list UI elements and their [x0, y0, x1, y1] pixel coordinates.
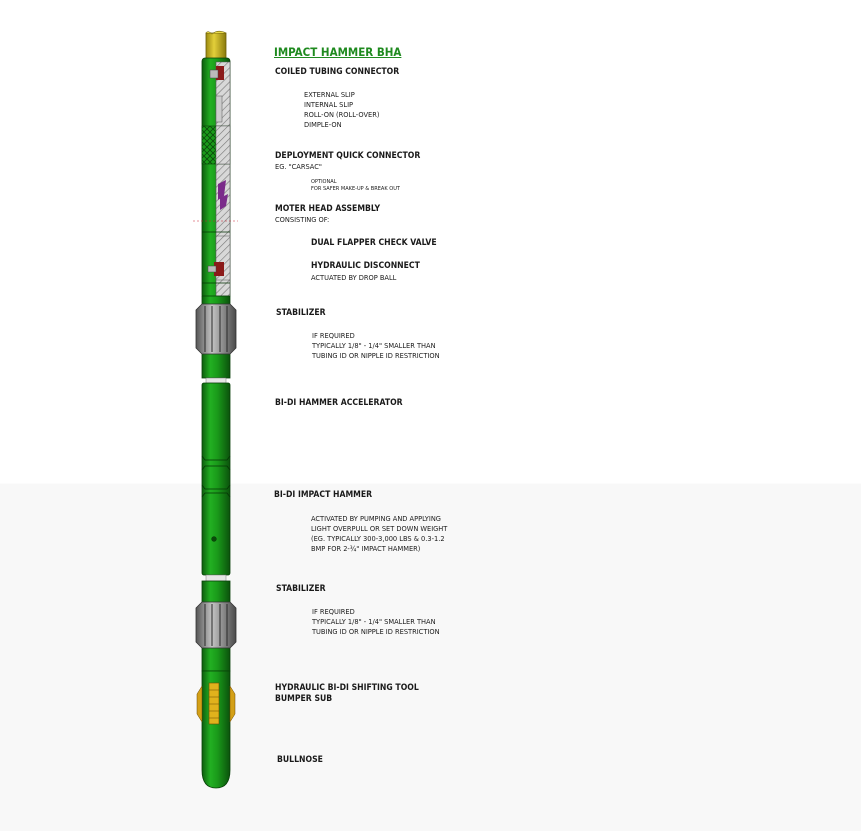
impact-hammer-line: LIGHT OVERPULL OR SET DOWN WEIGHT: [311, 524, 448, 533]
dqc-note: FOR SAFER MAKE-UP & BREAK OUT: [311, 186, 400, 192]
shifting-tool-body: [196, 670, 236, 789]
stabilizer-2-line: TUBING ID OR NIPPLE ID RESTRICTION: [312, 627, 440, 636]
stabilizer-1-line: IF REQUIRED: [312, 331, 355, 340]
ctc-item: DIMPLE-ON: [304, 120, 342, 129]
stabilizer-1-line: TUBING ID OR NIPPLE ID RESTRICTION: [312, 351, 440, 360]
impact-hammer-line: ACTIVATED BY PUMPING AND APPLYING: [311, 514, 441, 523]
bullnose-heading: BULLNOSE: [277, 755, 323, 765]
coiled-tubing-connector-body: [193, 57, 238, 299]
stabilizer-2-heading: STABILIZER: [276, 584, 326, 594]
stabilizer-2-line: IF REQUIRED: [312, 607, 355, 616]
impact-hammer-line: BMP FOR 2-¾" IMPACT HAMMER): [311, 544, 421, 553]
stabilizer-1-line: TYPICALLY 1/8" - 1/4" SMALLER THAN: [312, 341, 436, 350]
coiled-tubing-connector-heading: COILED TUBING CONNECTOR: [275, 67, 400, 77]
disconnect-note: ACTUATED BY DROP BALL: [311, 273, 397, 282]
dqc-note: OPTIONAL: [311, 179, 337, 185]
impact-hammer-line: (EG. TYPICALLY 300-3,000 LBS & 0.3-1.2: [311, 534, 445, 543]
ctc-item: EXTERNAL SLIP: [304, 90, 355, 99]
stabilizer-2-body: [195, 580, 237, 672]
motor-head-assembly-heading: MOTER HEAD ASSEMBLY: [275, 204, 381, 214]
impact-hammer-heading: BI-DI IMPACT HAMMER: [274, 490, 373, 500]
ctc-item: INTERNAL SLIP: [304, 100, 354, 109]
stabilizer-2-line: TYPICALLY 1/8" - 1/4" SMALLER THAN: [312, 617, 436, 626]
check-valve-heading: DUAL FLAPPER CHECK VALVE: [311, 238, 437, 248]
hydraulic-disconnect-heading: HYDRAULIC DISCONNECT: [311, 261, 420, 271]
hammer-accelerator-body: [201, 382, 231, 582]
coiled-tubing: [205, 30, 227, 61]
shifting-tool-heading: HYDRAULIC BI-DI SHIFTING TOOL: [275, 683, 419, 693]
mha-consisting: CONSISTING OF:: [275, 215, 330, 224]
deployment-quick-connector-heading: DEPLOYMENT QUICK CONNECTOR: [275, 151, 421, 161]
hammer-accelerator-heading: BI-DI HAMMER ACCELERATOR: [275, 398, 403, 408]
stabilizer-1-heading: STABILIZER: [276, 308, 326, 318]
stabilizer-1-body: [195, 295, 237, 384]
ctc-item: ROLL-ON (ROLL-OVER): [304, 110, 380, 119]
dqc-example: EG. "CARSAC": [275, 162, 322, 171]
bumper-sub-heading: BUMPER SUB: [275, 694, 333, 704]
diagram-title: IMPACT HAMMER BHA: [274, 45, 402, 59]
